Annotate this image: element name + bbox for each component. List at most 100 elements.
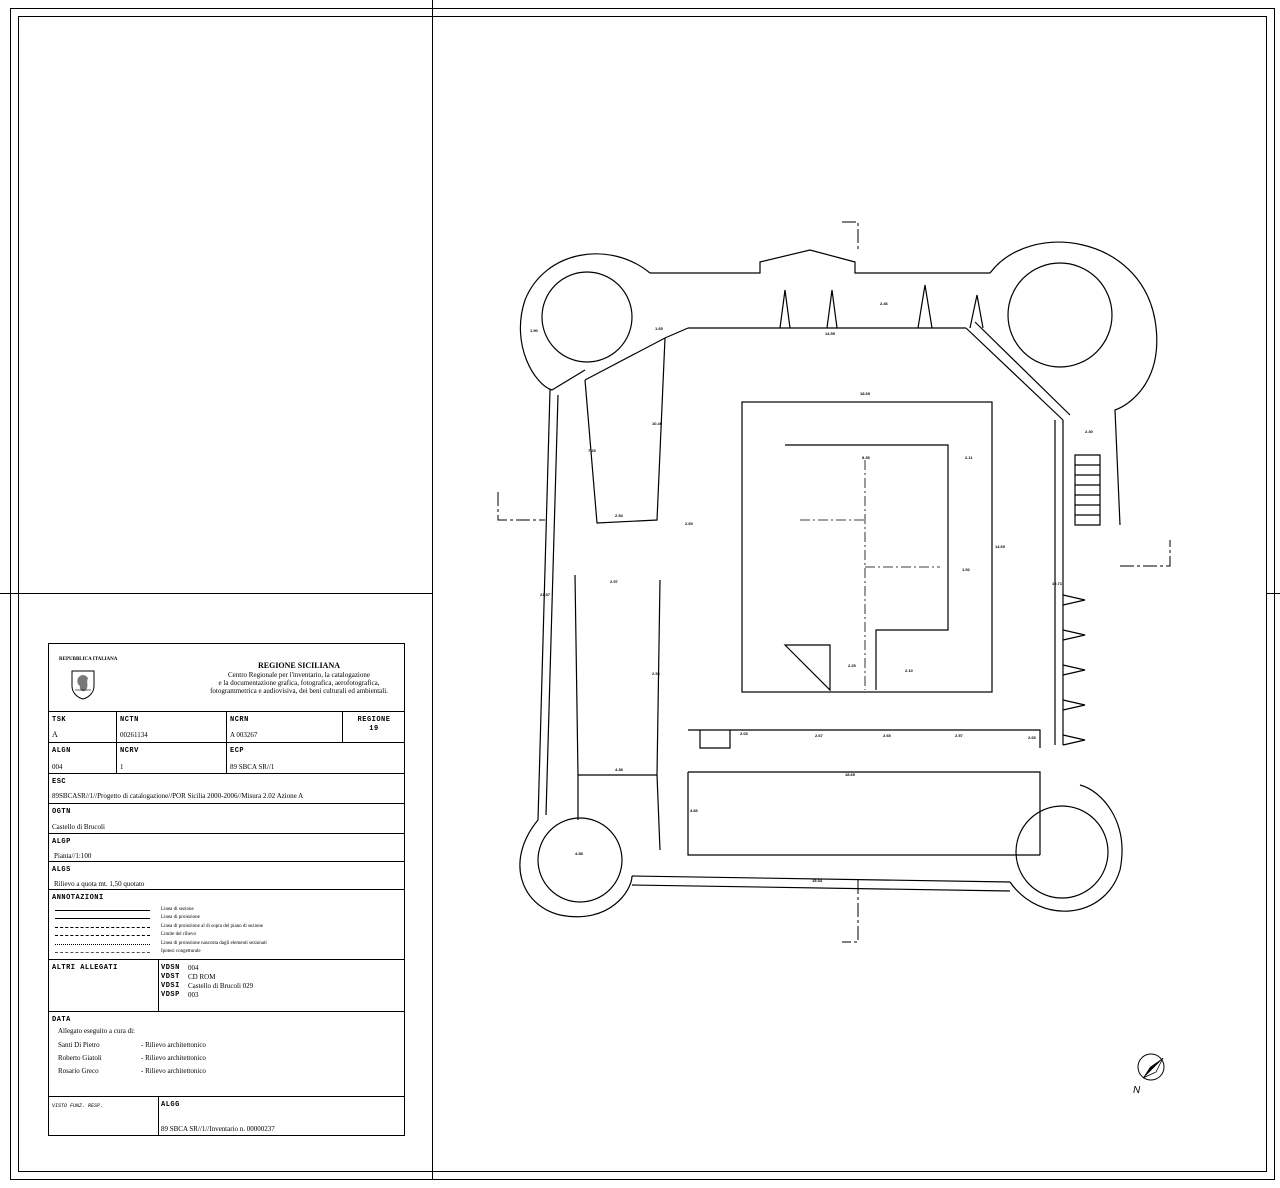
dimension-label: 2.54 <box>615 513 624 518</box>
tsk-value: A <box>52 730 58 739</box>
dimension-label: 10.40 <box>652 421 663 426</box>
outer-wall-north <box>650 249 990 274</box>
cell-regione: REGIONE 19 <box>343 712 405 742</box>
vdsi-code: VDSI <box>161 982 180 990</box>
vdsp-code: VDSP <box>161 991 180 999</box>
algs-label: ALGS <box>52 866 71 874</box>
ecp-label: ECP <box>230 747 245 755</box>
dimension-label: 2.25 <box>848 663 857 668</box>
author-name: Rosario Greco <box>58 1067 99 1075</box>
vdsn-code: VDSN <box>161 964 180 972</box>
ncrn-label: NCRN <box>230 716 249 724</box>
north-arrow-icon <box>1137 1053 1165 1081</box>
vdsn-value: 004 <box>188 964 199 972</box>
cell-tsk: TSK A <box>49 712 117 742</box>
catalog-card: REPUBBLICA ITALIANA REGIONE SICILIANA Ce… <box>48 643 405 1136</box>
row-data: DATA Allegato eseguito a cura di: Santi … <box>49 1012 404 1097</box>
ogtn-value: Castello di Brucoli <box>52 823 105 831</box>
sheet-divider-left-horizontal <box>10 593 432 594</box>
ncrv-label: NCRV <box>120 747 139 755</box>
stair-east <box>1074 454 1101 526</box>
legend-item: Linea di sezione <box>161 907 194 912</box>
dimension-label: 8.35 <box>862 455 871 460</box>
tower-northeast <box>989 241 1158 526</box>
outer-wall-south-inner <box>631 884 1011 892</box>
tower-northeast-inner <box>1007 262 1113 368</box>
author-name: Santi Di Pietro <box>58 1041 100 1049</box>
dimension-label: 4.58 <box>575 851 584 856</box>
visto-label: VISTO FUNZ. RESP. <box>52 1103 104 1109</box>
tsk-label: TSK <box>52 716 67 724</box>
centre-line-1: Centro Regionale per l'inventario, la ca… <box>228 671 370 679</box>
annotazioni-label: ANNOTAZIONI <box>52 894 104 902</box>
algg-label: ALGG <box>161 1101 180 1109</box>
esc-value: 89SBCASR//1//Progetto di catalogazione//… <box>52 792 304 800</box>
dimension-label: 2.11 <box>965 455 973 460</box>
north-spurs <box>779 284 984 329</box>
cell-ncrv: NCRV 1 <box>117 743 227 773</box>
cell-altri-label: ALTRI ALLEGATI <box>49 960 159 1011</box>
row-algg: VISTO FUNZ. RESP. ALGG 89 SBCA SR//1//In… <box>49 1097 404 1135</box>
centre-line-2: e la documentazione grafica, fotografica… <box>218 679 380 687</box>
courtyard <box>741 401 993 693</box>
dimension-label: 2.57 <box>955 733 964 738</box>
tower-northwest <box>519 253 651 391</box>
crop-tick-left <box>0 593 10 594</box>
wall-diagonal-nw <box>584 327 689 381</box>
outer-wall-west-inner <box>545 394 559 816</box>
outer-wall-south <box>631 875 1011 883</box>
algn-label: ALGN <box>52 747 71 755</box>
section-mark-left <box>497 492 545 521</box>
cell-ecp: ECP 89 SBCA SR//1 <box>227 743 405 773</box>
dimension-label: 4.38 <box>615 767 624 772</box>
dimension-label: 14.69 <box>995 544 1006 549</box>
regione-label: REGIONE <box>357 716 391 724</box>
section-mark-bottom <box>842 880 859 943</box>
dimension-label: 2.10 <box>905 668 914 673</box>
centre-line-3: fotogrammetrica e audiovisiva, dei beni … <box>210 687 388 695</box>
author-role: - Rilievo architettonico <box>141 1041 206 1049</box>
data-label: DATA <box>52 1016 71 1024</box>
card-header: REPUBBLICA ITALIANA REGIONE SICILIANA Ce… <box>49 644 404 712</box>
algp-label: ALGP <box>52 838 71 846</box>
esc-label: ESC <box>52 778 67 786</box>
cell-algn: ALGN 004 <box>49 743 117 773</box>
algp-value: Pianta//1:100 <box>54 852 92 860</box>
vdsi-value: Castello di Brucoli 029 <box>188 982 254 990</box>
dimension-label: 2.46 <box>880 301 889 306</box>
cell-ncrn: NCRN A 003267 <box>227 712 343 742</box>
legend-item: Linea di proiezione nascosta dagli eleme… <box>161 941 267 946</box>
dimension-label: 2.53 <box>652 671 661 676</box>
legend-limit-line <box>55 935 150 936</box>
dimension-label: 2.65 <box>883 733 892 738</box>
dimension-label: 2.40 <box>1085 429 1094 434</box>
tower-southwest <box>519 819 633 918</box>
dimension-label: 2.65 <box>1028 735 1037 740</box>
cell-nctn: NCTN 00261134 <box>117 712 227 742</box>
wall-diagonal-ne <box>965 327 1064 421</box>
wall-diagonal-ne-inner <box>974 321 1071 416</box>
row-annotazioni: ANNOTAZIONI Linea di sezione Linea di pr… <box>49 890 404 960</box>
legend-item: Linea di proiezione <box>161 915 200 920</box>
sheet-outer-border <box>10 8 1275 1180</box>
section-mark-top <box>842 221 859 250</box>
dimension-label: 1.65 <box>655 326 664 331</box>
region-title: REGIONE SICILIANA <box>257 661 341 670</box>
row-algs: ALGS Rilievo a quota mt. 1,50 quotato <box>49 862 404 890</box>
room-west-south <box>574 574 661 776</box>
dimension-label: 2.03 <box>740 731 749 736</box>
dimension-label: 14.59 <box>825 331 836 336</box>
ogtn-label: OGTN <box>52 808 71 816</box>
sheet-inner-border <box>18 16 1267 1172</box>
dimension-label: 1.90 <box>530 328 539 333</box>
dimension-label: 4.83 <box>690 808 699 813</box>
vdsp-value: 003 <box>188 991 199 999</box>
south-crenellation <box>688 729 1041 749</box>
crop-tick-right <box>1267 593 1280 594</box>
vdst-value: CD ROM <box>188 973 216 981</box>
legend-item: Linea di proiezione al di sopra del pian… <box>161 924 264 929</box>
nctn-label: NCTN <box>120 716 139 724</box>
outer-wall-west <box>537 389 551 821</box>
legend-hypothesis-line <box>55 952 150 953</box>
